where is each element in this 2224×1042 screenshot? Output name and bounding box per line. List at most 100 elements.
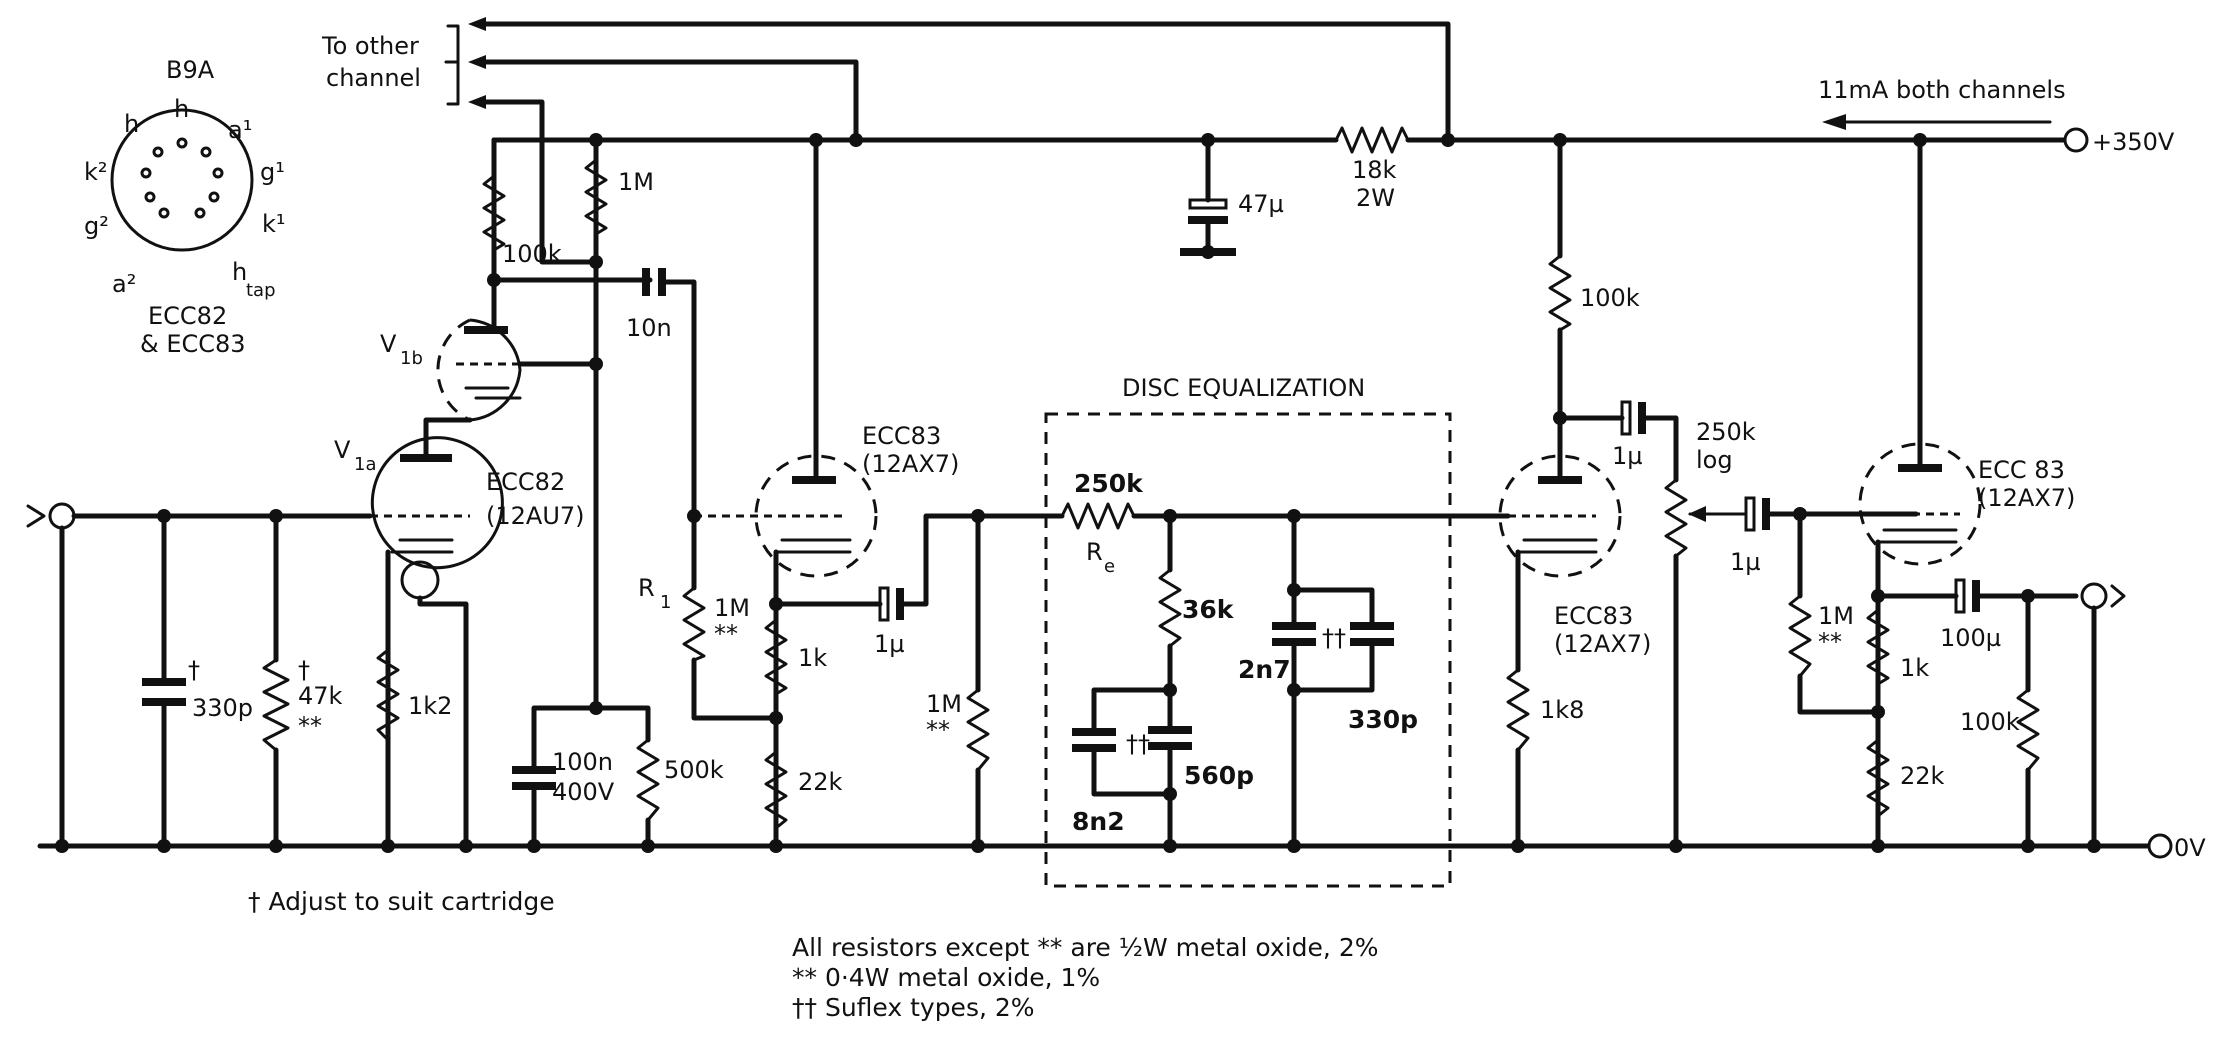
other-channel-label-2: channel [326, 64, 421, 92]
c-1u-v2-label: 1µ [874, 630, 905, 658]
c-in-mark: † [188, 656, 200, 684]
v1-alt: (12AU7) [486, 502, 585, 530]
pinout-tubes-line2: & ECC83 [140, 330, 246, 358]
pin-label-tap: tap [246, 280, 276, 301]
r-100k-v1b-label: 100k [502, 240, 562, 268]
resistor-1m-top [584, 158, 608, 236]
v2-alt: (12AX7) [862, 450, 959, 478]
v3-type: ECC83 [1554, 602, 1633, 630]
v1a-label: V [334, 436, 351, 464]
r-in-mark2: ** [298, 712, 322, 740]
r-1m-v4-mark: ** [1818, 628, 1842, 656]
note-suflex: †† Suflex types, 2% [792, 993, 1035, 1022]
r-500k-label: 500k [664, 756, 724, 784]
pot-250k [1664, 478, 1688, 558]
resistor-1k-v4 [1866, 608, 1890, 686]
r-1m-eq-label: 1M [926, 690, 962, 718]
re-sub: e [1104, 556, 1115, 577]
resistor-r1 [682, 586, 706, 662]
pin-label-a2: a² [112, 270, 136, 298]
eq-box [1044, 412, 1452, 888]
c-100n-volt: 400V [552, 778, 615, 806]
c-8n2-label: 8n2 [1072, 807, 1125, 836]
r-1m-eq-mark: ** [926, 716, 950, 744]
r1-value: 1M [714, 594, 750, 622]
pot-law: log [1696, 446, 1733, 474]
c-100n-label: 100n [552, 748, 613, 776]
v1-type: ECC82 [486, 468, 565, 496]
pinout-pin-dots [140, 137, 224, 219]
r-1k2-label: 1k2 [408, 692, 452, 720]
r-36k-label: 36k [1182, 595, 1235, 624]
r-18k-label: 18k [1352, 156, 1397, 184]
c-2n7-label: 2n7 [1238, 655, 1291, 684]
c-in-label: 330p [192, 694, 253, 722]
v3-alt: (12AX7) [1554, 630, 1651, 658]
v2-envelope [754, 454, 878, 578]
pot-label: 250k [1696, 418, 1756, 446]
ht-terminal [2063, 127, 2089, 153]
eq-box-title: DISC EQUALIZATION [1122, 374, 1365, 402]
input-jack [26, 502, 76, 849]
r-in-mark: † [298, 656, 310, 684]
pin-label-h-tap: h [232, 258, 247, 286]
pin-label-k2: k² [84, 158, 108, 186]
r-1k-v2-label: 1k [798, 644, 827, 672]
r-1k-v4-label: 1k [1900, 654, 1929, 682]
resistor-1m-v4 [1788, 594, 1812, 678]
resistor-1k-v2 [764, 618, 788, 696]
resistor-1m-eq [966, 688, 990, 772]
resistor-18k [1334, 126, 1410, 154]
resistor-47k [262, 658, 290, 752]
resistor-22k-v4 [1866, 738, 1890, 818]
c-47u-plate [1188, 198, 1228, 210]
c-560p-label: 560p [1184, 761, 1254, 790]
pin-label-h-top: h [174, 95, 189, 123]
pinout-tubes-line1: ECC82 [148, 302, 227, 330]
pin-label-a1: a¹ [228, 116, 252, 144]
note-adjust: † Adjust to suit cartridge [248, 887, 555, 916]
resistor-1k8 [1506, 668, 1530, 752]
supply-current-label: 11mA both channels [1818, 76, 2066, 104]
r-18k-watt: 2W [1356, 184, 1395, 212]
resistor-1k2 [376, 648, 400, 742]
junction-dots [55, 133, 2101, 853]
other-channel-bracket: To other channel [321, 17, 1451, 265]
note-04w: ** 0·4W metal oxide, 1% [792, 963, 1100, 992]
resistor-36k [1158, 568, 1182, 648]
resistor-500k [636, 738, 660, 822]
resistor-100k-out [2016, 688, 2040, 772]
v1a-heater [400, 560, 440, 600]
r-100k-out-label: 100k [1960, 708, 2020, 736]
pin-label-h-left: h [124, 110, 139, 138]
resistor-22k-v2 [764, 750, 788, 830]
v1b-label: V [380, 330, 397, 358]
c-100u-label: 100µ [1940, 624, 2001, 652]
v4-alt: (12AX7) [1978, 484, 2075, 512]
r1-sub: 1 [660, 592, 671, 613]
v2-type: ECC83 [862, 422, 941, 450]
r1-mark: ** [714, 620, 738, 648]
note-resistors: All resistors except ** are ½W metal oxi… [792, 933, 1378, 962]
output-jack [2080, 582, 2126, 849]
r1-label: R [638, 574, 655, 602]
v4-envelope [1858, 442, 1982, 566]
ground-label: 0V [2174, 834, 2206, 862]
c-1u-v4-label: 1µ [1730, 548, 1761, 576]
resistor-100k-v3 [1548, 254, 1572, 332]
ground-terminal [2147, 833, 2173, 859]
v1b-envelope [436, 318, 471, 422]
pin-label-g2: g² [84, 212, 109, 240]
v4-type: ECC 83 [1978, 456, 2065, 484]
c-8n2-mark: †† [1126, 730, 1150, 758]
r-1k8-label: 1k8 [1540, 696, 1584, 724]
resistor-100k-v1b [482, 174, 506, 252]
other-channel-label-1: To other [321, 32, 419, 60]
pinout-circle [110, 108, 254, 252]
c-1u-v3-label: 1µ [1612, 442, 1643, 470]
r-in-label: 47k [298, 682, 343, 710]
v1a-label-sub: 1a [354, 454, 376, 475]
resistor-250k [1060, 502, 1136, 530]
c-330p-eq-label: 330p [1348, 705, 1418, 734]
